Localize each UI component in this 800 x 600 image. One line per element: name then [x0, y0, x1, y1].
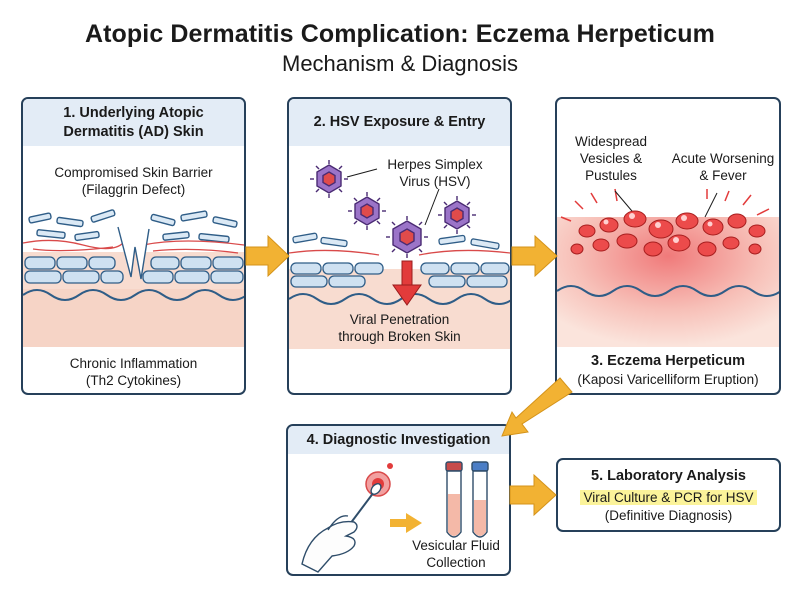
- test-tube-icon: [445, 461, 489, 538]
- panel-underlying-ad-skin: 1. Underlying Atopic Dermatitis (AD) Ski…: [21, 97, 246, 395]
- panel-2-header: 2. HSV Exposure & Entry: [289, 99, 510, 146]
- fluid-collection-line1: Vesicular Fluid: [412, 538, 500, 553]
- panel-5-highlight: Viral Culture & PCR for HSV: [558, 489, 779, 506]
- hsv-entry-illustration: [289, 160, 510, 349]
- panel-hsv-exposure: 2. HSV Exposure & Entry Herpes Simplex V…: [287, 97, 512, 395]
- panel-eczema-herpeticum: Widespread Vesicles & Pustules Acute Wor…: [555, 97, 781, 395]
- panel-1-header: 1. Underlying Atopic Dermatitis (AD) Ski…: [23, 99, 244, 146]
- inflammation-label-line1: Chronic Inflammation: [69, 356, 198, 371]
- panel-2-title: 2. HSV Exposure & Entry: [313, 114, 486, 130]
- fluid-collection-line2: Collection: [426, 555, 486, 570]
- vesicles-label-line1: Widespread: [574, 134, 648, 149]
- panel-5-subtitle: (Definitive Diagnosis): [604, 508, 733, 523]
- acute-worsening-line2: & Fever: [699, 168, 747, 183]
- inflammation-label: Chronic Inflammation (Th2 Cytokines): [23, 355, 244, 389]
- down-arrow-icon: [392, 260, 422, 306]
- eruption-illustration: [557, 188, 779, 347]
- penetration-label-line2: through Broken Skin: [338, 329, 461, 344]
- vesicles-label-line3: Pustules: [585, 168, 637, 183]
- virus-icon: [310, 160, 476, 258]
- page-title: Atopic Dermatitis Complication: Eczema H…: [84, 20, 716, 48]
- barrier-label-line2: (Filaggrin Defect): [81, 182, 186, 197]
- vesicles-label-line2: Vesicles &: [579, 151, 643, 166]
- panel-3-title: 3. Eczema Herpeticum: [591, 353, 745, 369]
- fluid-collection-label: Vesicular Fluid Collection: [406, 537, 506, 571]
- inflammation-label-line2: (Th2 Cytokines): [85, 373, 182, 388]
- penetration-label-line1: Viral Penetration: [349, 312, 450, 327]
- panel-diagnostic-investigation: 4. Diagnostic Investigation Vesicul: [286, 424, 511, 576]
- flow-arrow-icon: [390, 513, 422, 533]
- hsv-label-line1: Herpes Simplex: [387, 157, 483, 172]
- panel-1-title-line2: Dermatitis (AD) Skin: [63, 124, 204, 140]
- ad-skin-illustration: [23, 209, 244, 347]
- vesicles-label: Widespread Vesicles & Pustules: [561, 133, 661, 184]
- hsv-label: Herpes Simplex Virus (HSV): [375, 156, 495, 190]
- panel-5-title: 5. Laboratory Analysis: [591, 468, 746, 484]
- panel-1-title-line1: 1. Underlying Atopic: [63, 105, 204, 121]
- panel-3-subtitle: (Kaposi Varicelliform Eruption): [577, 372, 759, 387]
- page-subtitle: Mechanism & Diagnosis: [282, 51, 518, 76]
- panel-4-header: 4. Diagnostic Investigation: [288, 426, 509, 454]
- swab-collection-illustration: [301, 461, 489, 573]
- penetration-label: Viral Penetration through Broken Skin: [289, 311, 510, 345]
- panel-laboratory-analysis: 5. Laboratory Analysis Viral Culture & P…: [556, 458, 781, 532]
- acute-worsening-label: Acute Worsening & Fever: [665, 150, 779, 184]
- hand-swab-icon: [301, 483, 382, 573]
- barrier-label: Compromised Skin Barrier (Filaggrin Defe…: [23, 164, 244, 198]
- acute-worsening-line1: Acute Worsening: [671, 151, 775, 166]
- pcr-highlight: Viral Culture & PCR for HSV: [580, 490, 757, 505]
- panel-4-title: 4. Diagnostic Investigation: [306, 432, 491, 448]
- hsv-label-line2: Virus (HSV): [399, 174, 471, 189]
- barrier-label-line1: Compromised Skin Barrier: [54, 165, 213, 180]
